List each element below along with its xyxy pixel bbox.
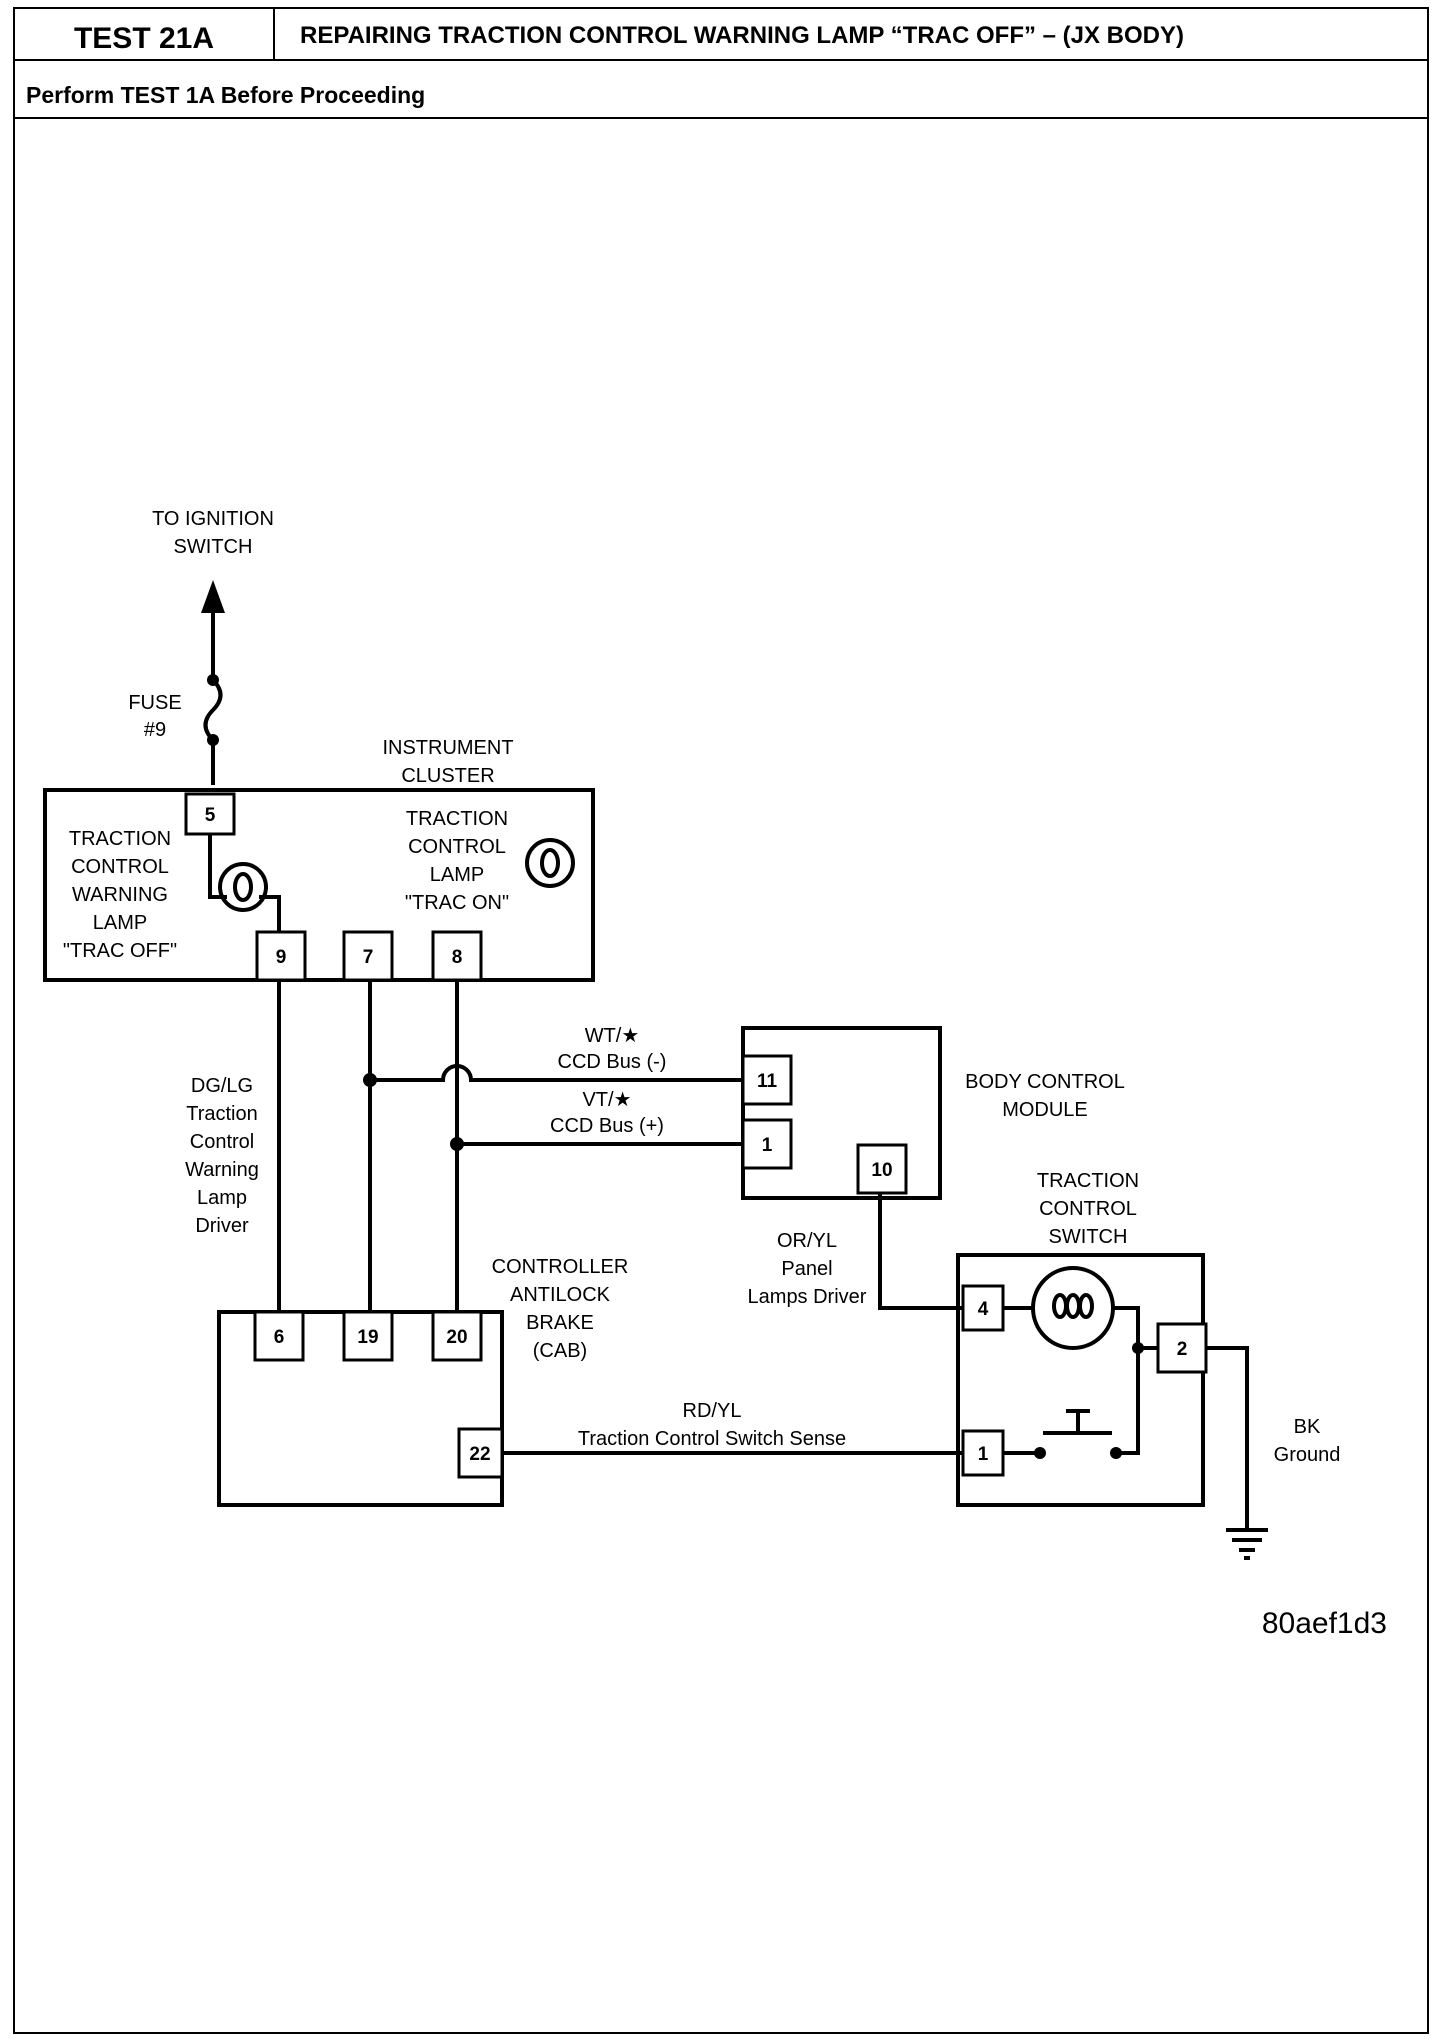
label-cab-4: (CAB) bbox=[533, 1340, 587, 1362]
pin-ic-5: 5 bbox=[205, 805, 216, 826]
pin-sw-2: 2 bbox=[1177, 1339, 1188, 1360]
pin-box-bcm-1 bbox=[741, 1118, 793, 1170]
label-trac-off-5: "TRAC OFF" bbox=[63, 940, 177, 962]
label-cab-2: ANTILOCK bbox=[510, 1284, 611, 1306]
pin-box-sw-2 bbox=[1156, 1322, 1208, 1374]
pin-bcm-10: 10 bbox=[871, 1160, 892, 1181]
label-ground-2: Ground bbox=[1274, 1444, 1341, 1466]
pin-box-cab-20 bbox=[431, 1310, 483, 1362]
label-dglg-1: DG/LG bbox=[191, 1075, 253, 1097]
page-subtitle: Perform TEST 1A Before Proceeding bbox=[26, 82, 425, 108]
label-trac-on-3: LAMP bbox=[430, 864, 484, 886]
label-bcm-1: BODY CONTROL bbox=[965, 1071, 1125, 1093]
instrument-cluster-box bbox=[43, 788, 595, 982]
pin-cab-19: 19 bbox=[357, 1327, 378, 1348]
label-trac-on-1: TRACTION bbox=[406, 808, 508, 830]
pin-box-bcm-10 bbox=[856, 1143, 908, 1195]
pin-box-ic-9 bbox=[255, 930, 307, 982]
pin-bcm-1: 1 bbox=[762, 1135, 773, 1156]
pin-sw-4: 4 bbox=[978, 1299, 989, 1320]
body-control-module-box bbox=[741, 1026, 942, 1200]
label-dglg-6: Driver bbox=[195, 1215, 249, 1237]
pin-ic-8: 8 bbox=[452, 947, 463, 968]
label-fuse-2: #9 bbox=[144, 719, 166, 741]
ground-icon bbox=[1226, 1528, 1268, 1560]
label-dglg-2: Traction bbox=[186, 1103, 258, 1125]
label-instrument-cluster-1: INSTRUMENT bbox=[382, 737, 513, 759]
label-tcs-switch-3: SWITCH bbox=[1049, 1226, 1128, 1248]
label-instrument-cluster-2: CLUSTER bbox=[401, 765, 494, 787]
label-ignition-1: TO IGNITION bbox=[152, 508, 274, 530]
label-fuse-1: FUSE bbox=[128, 692, 181, 714]
label-trac-off-1: TRACTION bbox=[69, 828, 171, 850]
test-id: TEST 21A bbox=[74, 22, 214, 55]
figure-code: 80aef1d3 bbox=[1262, 1607, 1387, 1640]
label-oryl-2: Panel bbox=[781, 1258, 832, 1280]
pin-bcm-11: 11 bbox=[757, 1071, 778, 1092]
label-tcs-switch-2: CONTROL bbox=[1039, 1198, 1137, 1220]
label-dglg-5: Lamp bbox=[197, 1187, 247, 1209]
label-ground-1: BK bbox=[1294, 1416, 1321, 1438]
label-trac-on-4: "TRAC ON" bbox=[405, 892, 509, 914]
pin-ic-7: 7 bbox=[363, 947, 374, 968]
trac-off-lamp-icon bbox=[218, 862, 268, 912]
label-trac-on-2: CONTROL bbox=[408, 836, 506, 858]
label-rdyl-1: RD/YL bbox=[683, 1400, 742, 1422]
label-ccd-minus-1: WT/★ bbox=[585, 1025, 640, 1047]
wire-ground bbox=[1206, 1346, 1249, 1530]
wires bbox=[203, 605, 1249, 1530]
wire-ignition-feed bbox=[203, 605, 223, 785]
label-dglg-4: Warning bbox=[185, 1159, 259, 1181]
label-bcm-2: MODULE bbox=[1002, 1099, 1088, 1121]
page-frame bbox=[13, 7, 1429, 2034]
pin-cab-6: 6 bbox=[274, 1327, 285, 1348]
page-title: REPAIRING TRACTION CONTROL WARNING LAMP … bbox=[300, 22, 1184, 49]
pin-box-cab-22 bbox=[457, 1427, 504, 1479]
label-trac-off-4: LAMP bbox=[93, 912, 147, 934]
pin-box-sw-1 bbox=[961, 1429, 1005, 1477]
label-tcs-switch-1: TRACTION bbox=[1037, 1170, 1139, 1192]
label-oryl-3: Lamps Driver bbox=[748, 1286, 867, 1308]
wire-ccd-minus bbox=[370, 1064, 743, 1082]
pin-box-ic-7 bbox=[342, 930, 394, 982]
pin-box-bcm-11 bbox=[741, 1054, 793, 1106]
label-trac-off-3: WARNING bbox=[72, 884, 168, 906]
trac-on-lamp-icon bbox=[525, 838, 575, 888]
arrow-up-icon bbox=[201, 580, 225, 613]
pin-box-sw-4 bbox=[961, 1284, 1005, 1332]
label-dglg-3: Control bbox=[190, 1131, 254, 1153]
label-ccd-minus-2: CCD Bus (-) bbox=[558, 1051, 667, 1073]
label-ccd-plus-2: CCD Bus (+) bbox=[550, 1115, 664, 1137]
label-ignition-2: SWITCH bbox=[174, 536, 253, 558]
pin-box-cab-19 bbox=[342, 1310, 394, 1362]
pin-box-ic-5 bbox=[184, 792, 236, 836]
label-oryl-1: OR/YL bbox=[777, 1230, 837, 1252]
label-cab-1: CONTROLLER bbox=[492, 1256, 629, 1278]
traction-control-switch-box bbox=[956, 1253, 1205, 1507]
pin-box-cab-6 bbox=[253, 1310, 305, 1362]
label-cab-3: BRAKE bbox=[526, 1312, 594, 1334]
pin-sw-1: 1 bbox=[978, 1444, 989, 1465]
pin-cab-22: 22 bbox=[469, 1444, 490, 1465]
label-trac-off-2: CONTROL bbox=[71, 856, 169, 878]
pin-cab-20: 20 bbox=[446, 1327, 467, 1348]
label-ccd-plus-1: VT/★ bbox=[582, 1089, 631, 1111]
label-rdyl-2: Traction Control Switch Sense bbox=[578, 1428, 846, 1450]
pin-ic-9: 9 bbox=[276, 947, 287, 968]
wire-oryl bbox=[878, 1193, 963, 1310]
switch-lamp-icon bbox=[1031, 1266, 1115, 1350]
pin-box-ic-8 bbox=[431, 930, 483, 982]
splice-dots bbox=[207, 674, 1144, 1459]
